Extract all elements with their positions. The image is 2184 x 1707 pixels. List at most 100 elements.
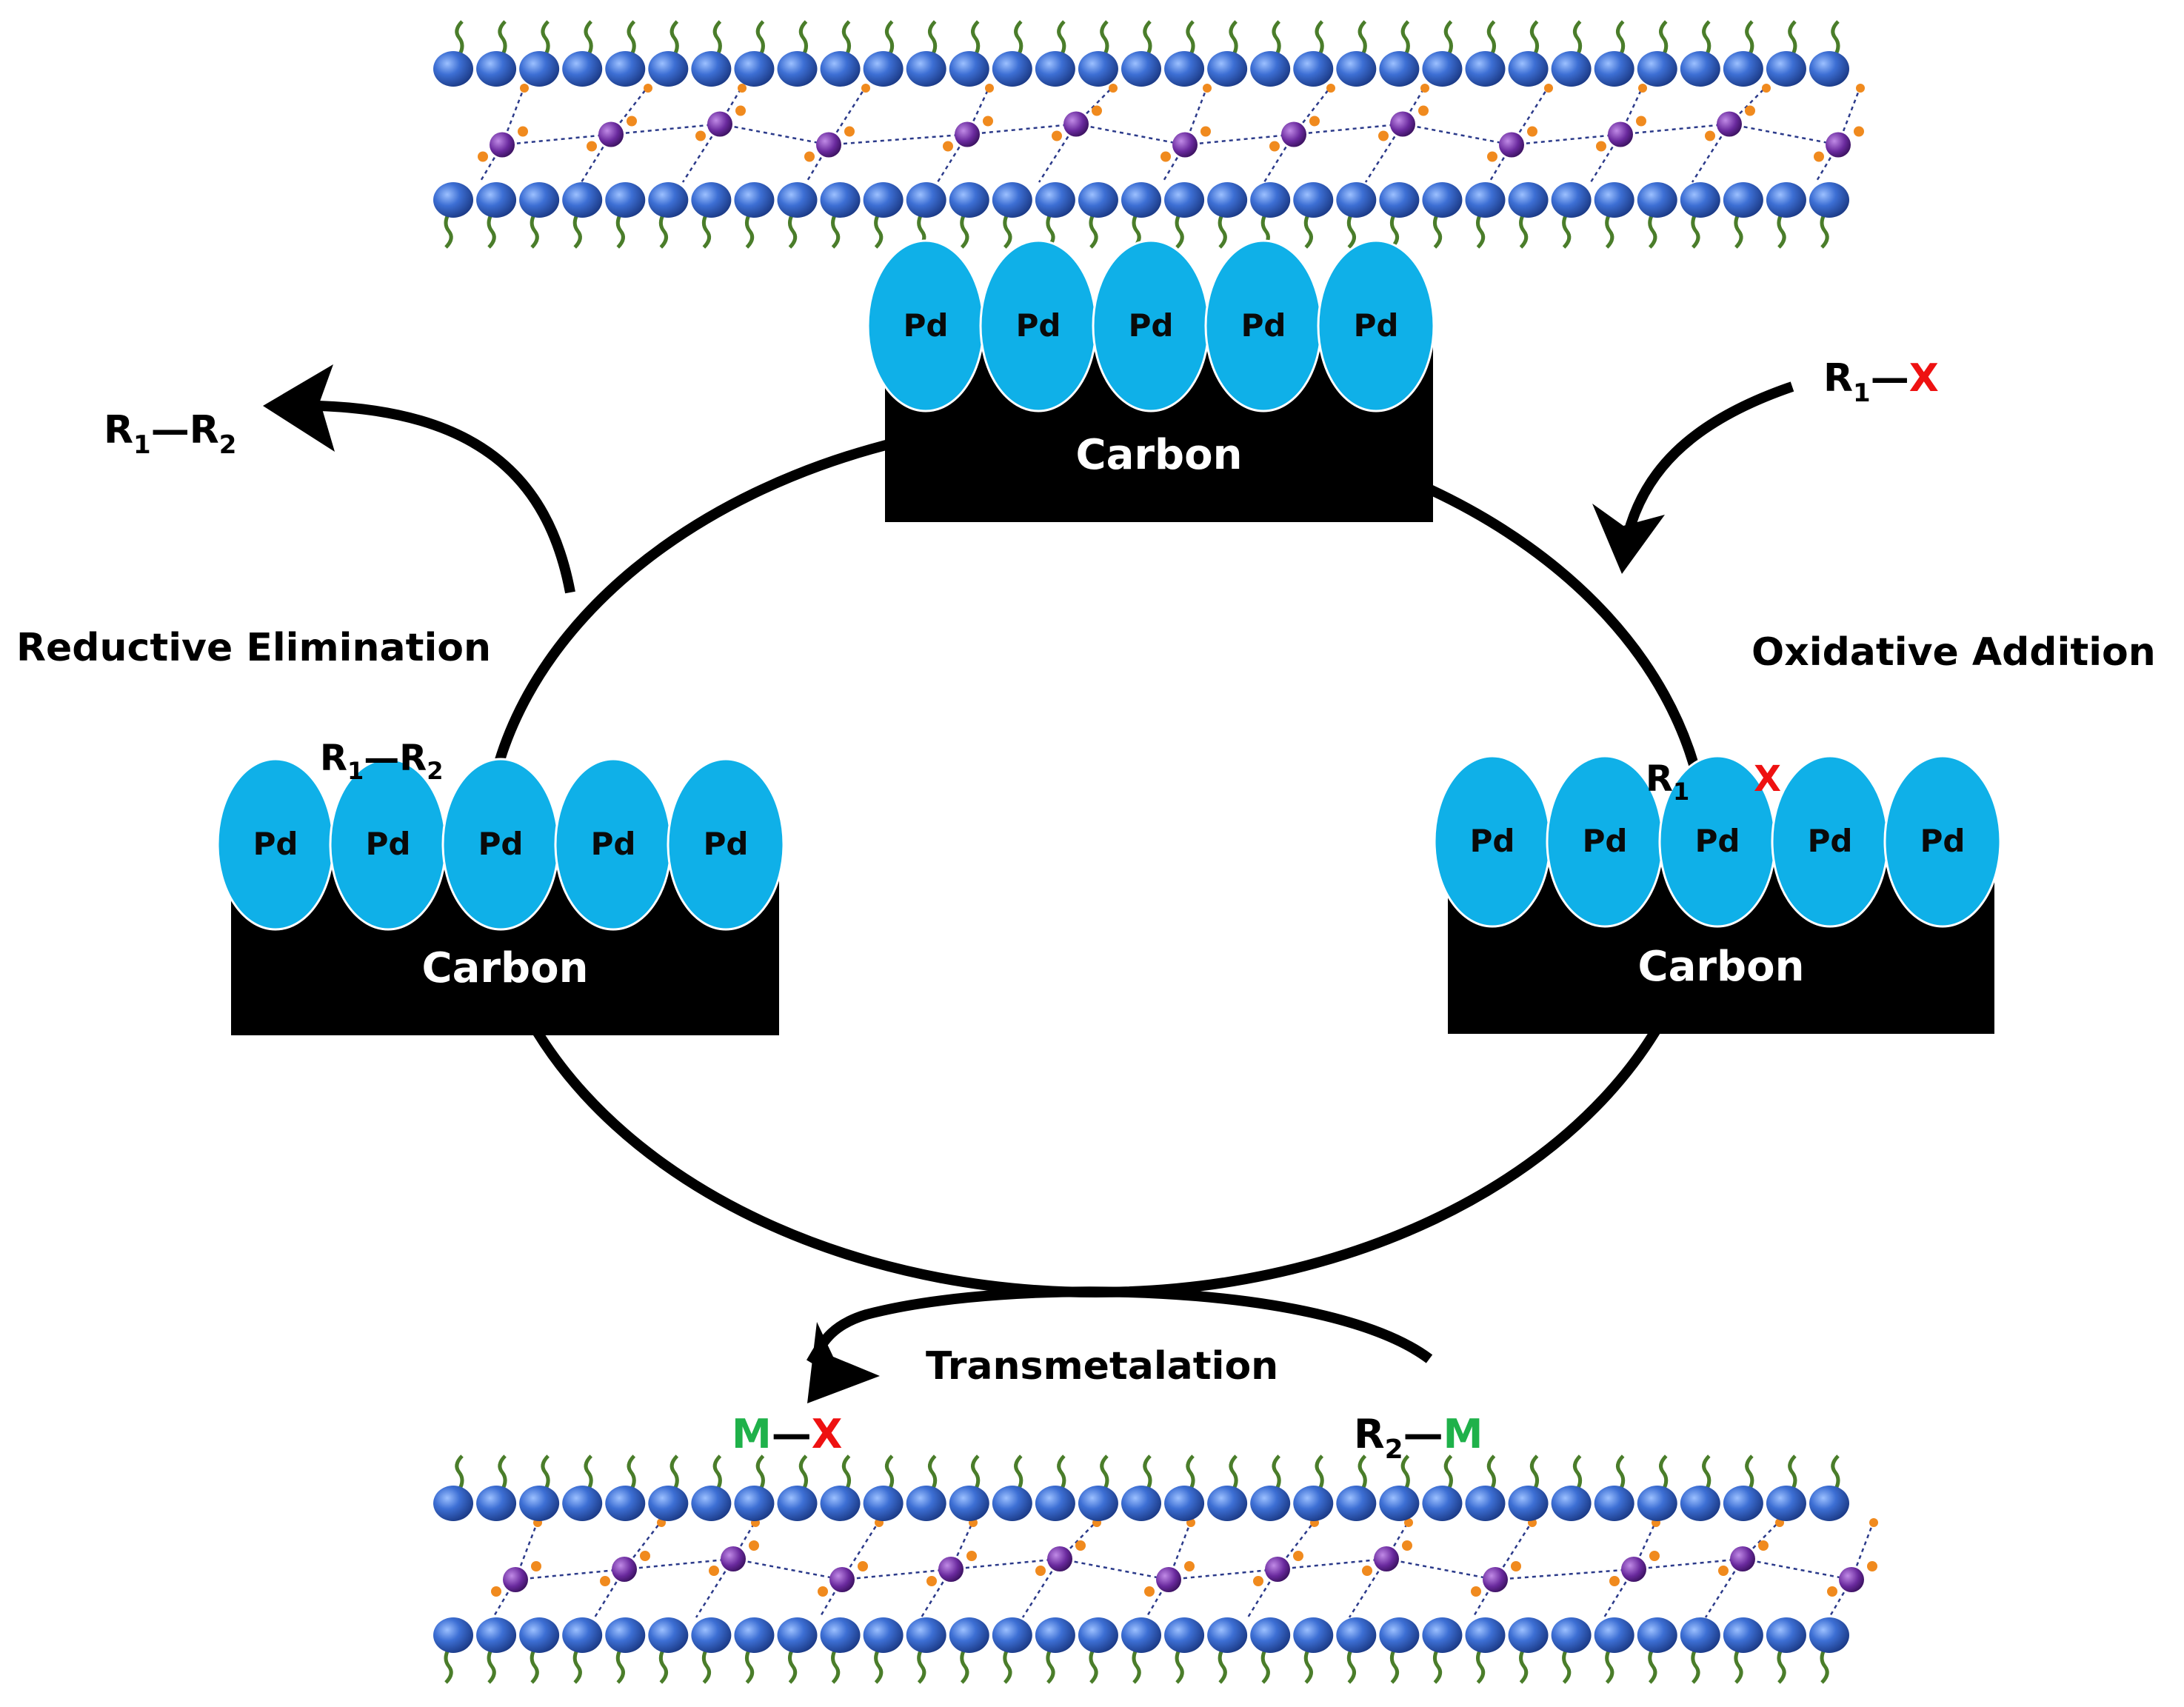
lipid-tail (1143, 1454, 1152, 1491)
lipid-tail (755, 1454, 765, 1491)
lipid-head (1078, 1617, 1118, 1653)
lipid-head (734, 1486, 775, 1521)
lipid-head (1293, 1617, 1334, 1653)
lipid-head (1637, 182, 1677, 218)
linker-atom (1596, 141, 1606, 152)
lipid-tail (1648, 1647, 1657, 1684)
lipid-tail (1175, 1647, 1184, 1684)
linker-atom (804, 151, 815, 162)
lipid-tail (1562, 1647, 1572, 1684)
lipid-tail (1443, 20, 1453, 57)
lipid-head (519, 1486, 560, 1521)
lipid-tail (841, 1454, 852, 1491)
lipid-head (1508, 1617, 1549, 1653)
lipid-head (1250, 182, 1291, 218)
linker-atom (1758, 1540, 1769, 1551)
lipid-head (820, 51, 861, 87)
pd-label: Pd (1583, 823, 1628, 859)
lipid-head (1766, 1486, 1806, 1521)
lipid-tail (1572, 1454, 1583, 1491)
lipid-head (562, 1486, 603, 1521)
lipid-tail (874, 1647, 884, 1684)
linker-bond (1059, 1557, 1169, 1581)
lipid-head (949, 1486, 989, 1521)
reductive-elimination-arrow (263, 364, 575, 594)
lipid-head (1035, 51, 1075, 87)
lipid-tail (1529, 1454, 1540, 1491)
lipid-tail (1089, 1647, 1098, 1684)
lipid-head (949, 1617, 989, 1653)
pd-label: Pd (253, 826, 298, 862)
lipid-tail (1476, 1647, 1486, 1684)
lipid-tail (744, 1647, 755, 1684)
lipid-head (1766, 1617, 1806, 1653)
lipid-tail (1358, 20, 1367, 57)
lipid-head (1121, 182, 1161, 218)
linker-atom (1718, 1566, 1729, 1576)
linker-atom (1309, 116, 1320, 127)
lipid-head (1336, 51, 1377, 87)
lipid-tail (658, 1647, 668, 1684)
lipid-tail (487, 212, 496, 249)
linker-node (503, 1567, 528, 1592)
lipid-tail (1616, 1454, 1626, 1491)
lipid-tail (1432, 1647, 1443, 1684)
linker-atom (1418, 105, 1429, 116)
linker-bond (1511, 133, 1621, 146)
lipid-tail (1303, 212, 1313, 249)
lipid-head (1293, 1486, 1334, 1521)
lipid-tail (1648, 212, 1657, 249)
linker-atom (640, 1551, 650, 1561)
lipid-tail (1400, 20, 1410, 57)
lipid-head (1723, 1617, 1763, 1653)
lipid-head (1336, 182, 1377, 218)
lipid-tail (1229, 20, 1238, 57)
linker-atom (627, 116, 637, 127)
lipid-tail (1486, 1454, 1496, 1491)
lipid-head (777, 182, 818, 218)
linker-atom (587, 141, 597, 152)
lipid-head (519, 182, 560, 218)
linker-atom (1253, 1576, 1263, 1586)
lipid-head (648, 182, 689, 218)
lipid-tail (1443, 1454, 1453, 1491)
lipid-tail (701, 212, 712, 249)
lipid-head (1422, 1617, 1463, 1653)
adsorbed-r1r2-label: R1—R2 (320, 738, 443, 785)
lipid-tail (1003, 212, 1012, 249)
lipid-head (1293, 182, 1334, 218)
lipid-head (1723, 1486, 1763, 1521)
lipid-head (1723, 51, 1763, 87)
lipid-tail (798, 20, 808, 57)
lipid-head (1121, 1486, 1161, 1521)
linker-atom (943, 141, 953, 152)
linker-atom (1420, 84, 1429, 93)
lipid-head (519, 1617, 560, 1653)
linker-node (1172, 132, 1198, 158)
pd-label: Pd (366, 826, 411, 862)
lipid-tail (884, 20, 895, 57)
lipid-head (1422, 1486, 1463, 1521)
lipid-head (906, 1617, 946, 1653)
lipid-tail (1100, 20, 1109, 57)
lipid-head (1809, 51, 1849, 87)
lipid-tail (1659, 20, 1669, 57)
lipid-tail (572, 1647, 582, 1684)
lipid-head (562, 1617, 603, 1653)
lipid-tail (701, 1647, 712, 1684)
linker-atom (1035, 1566, 1046, 1576)
lipid-head (949, 182, 989, 218)
lipid-tail (1100, 1454, 1109, 1491)
lipid-head (1164, 1617, 1205, 1653)
linker-bond (1168, 1568, 1278, 1581)
lipid-head (863, 182, 904, 218)
lipid-tail (1143, 20, 1152, 57)
lipid-head (1551, 51, 1592, 87)
linker-atom (858, 1561, 868, 1571)
linker-atom (1649, 1551, 1660, 1561)
lipid-head (1723, 182, 1763, 218)
lipid-head (648, 1617, 689, 1653)
lipid-head (1465, 182, 1506, 218)
linker-bond (515, 1568, 625, 1581)
lipid-head (691, 51, 732, 87)
